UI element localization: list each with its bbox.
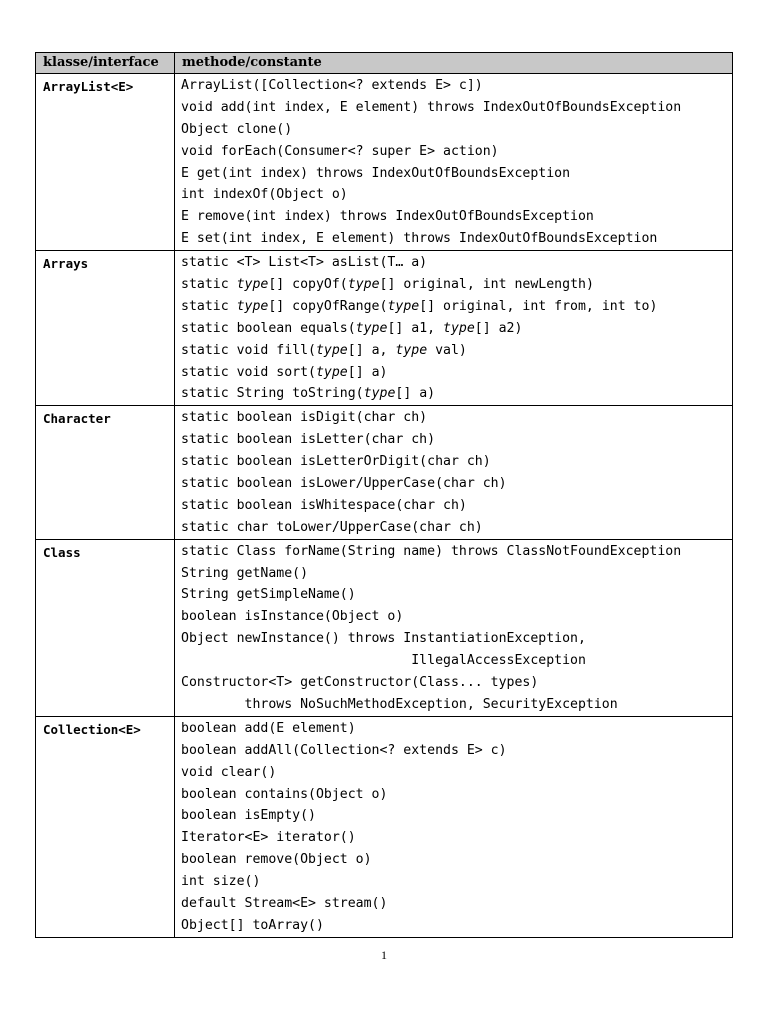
- class-name-cell: Class: [35, 538, 175, 717]
- class-name-cell: Collection<E>: [35, 715, 175, 938]
- class-name-cell: Arrays: [35, 250, 175, 407]
- method-signature: static char toLower/UpperCase(char ch): [181, 519, 483, 535]
- methods-cell: static boolean isDigit(char ch) static bo…: [174, 405, 733, 540]
- method-signature: String getName(): [181, 565, 309, 581]
- method-signature: E remove(int index) throws IndexOutOfBou…: [181, 209, 594, 225]
- method-signature: Constructor<T> getConstructor(Class... t…: [181, 675, 539, 691]
- method-signature: boolean isEmpty(): [181, 808, 316, 824]
- header-klasse: klasse/interface: [35, 52, 175, 74]
- method-signature: static boolean isLetter(char ch): [181, 432, 436, 448]
- method-signature: boolean add(E element): [181, 720, 356, 736]
- method-signature: Object[] toArray(): [181, 917, 324, 933]
- method-signature: Iterator<E> iterator(): [181, 830, 356, 846]
- method-signature: void clear(): [181, 764, 277, 780]
- methods-cell: ArrayList([Collection<? extends E> c]) vo…: [174, 72, 733, 252]
- method-signature: throws NoSuchMethodException, SecurityEx…: [181, 696, 618, 712]
- page-number: 1: [381, 948, 387, 962]
- methods-cell: boolean add(E element) boolean addAll(Col…: [174, 715, 733, 938]
- methods-cell: static <T> List<T> asList(T… a) static ty…: [174, 250, 733, 407]
- method-signature: Object clone(): [181, 121, 293, 137]
- method-signature: static void fill(type[] a, type val): [181, 342, 467, 358]
- header-methode: methode/constante: [174, 52, 733, 74]
- table-row: Collection<E>boolean add(E element)boole…: [35, 715, 733, 938]
- method-signature: static Class forName(String name) throws…: [181, 543, 682, 559]
- method-signature: String getSimpleName(): [181, 587, 356, 603]
- method-signature: ArrayList([Collection<? extends E> c]): [181, 78, 483, 93]
- method-signature: static type[] copyOf(type[] original, in…: [181, 277, 594, 293]
- method-signature: static boolean isLetterOrDigit(char ch): [181, 454, 491, 470]
- method-signature: void forEach(Consumer<? super E> action): [181, 143, 499, 159]
- method-signature: boolean remove(Object o): [181, 852, 372, 868]
- table-row: Class static Class forName(String name) t…: [35, 538, 733, 717]
- method-signature: boolean addAll(Collection<? extends E> c…: [181, 742, 507, 758]
- method-signature: default Stream<E> stream(): [181, 895, 388, 911]
- method-signature: Object newInstance() throws Instantiatio…: [181, 631, 586, 647]
- class-name-cell: Character: [35, 405, 175, 540]
- method-signature: static void sort(type[] a): [181, 364, 388, 380]
- method-signature: IllegalAccessException: [181, 653, 586, 669]
- method-signature: int indexOf(Object o): [181, 187, 348, 203]
- method-signature: boolean contains(Object o): [181, 786, 388, 802]
- method-signature: int size(): [181, 874, 261, 890]
- method-signature: E get(int index) throws IndexOutOfBounds…: [181, 165, 571, 181]
- methods-cell: static Class forName(String name) throws…: [174, 538, 733, 717]
- api-reference-table: klasse/interface methode/constante Array…: [35, 52, 733, 938]
- method-signature: boolean isInstance(Object o): [181, 609, 404, 625]
- method-signature: static String toString(type[] a): [181, 386, 436, 402]
- method-signature: void add(int index, E element) throws In…: [181, 99, 682, 115]
- method-signature: static boolean isWhitespace(char ch): [181, 497, 467, 513]
- method-signature: static boolean isLower/UpperCase(char ch…: [181, 476, 507, 492]
- method-signature: E set(int index, E element) throws Index…: [181, 231, 658, 247]
- method-signature: static boolean isDigit(char ch): [181, 410, 428, 426]
- method-signature: static boolean equals(type[] a1, type[] …: [181, 320, 523, 336]
- method-signature: static <T> List<T> asList(T… a): [181, 255, 428, 271]
- class-name-cell: ArrayList<E>: [35, 72, 175, 252]
- table-row: ArrayList<E>ArrayList([Collection<? exte…: [35, 72, 733, 252]
- method-signature: static type[] copyOfRange(type[] origina…: [181, 298, 658, 314]
- header-row: klasse/interface methode/constante: [35, 52, 733, 74]
